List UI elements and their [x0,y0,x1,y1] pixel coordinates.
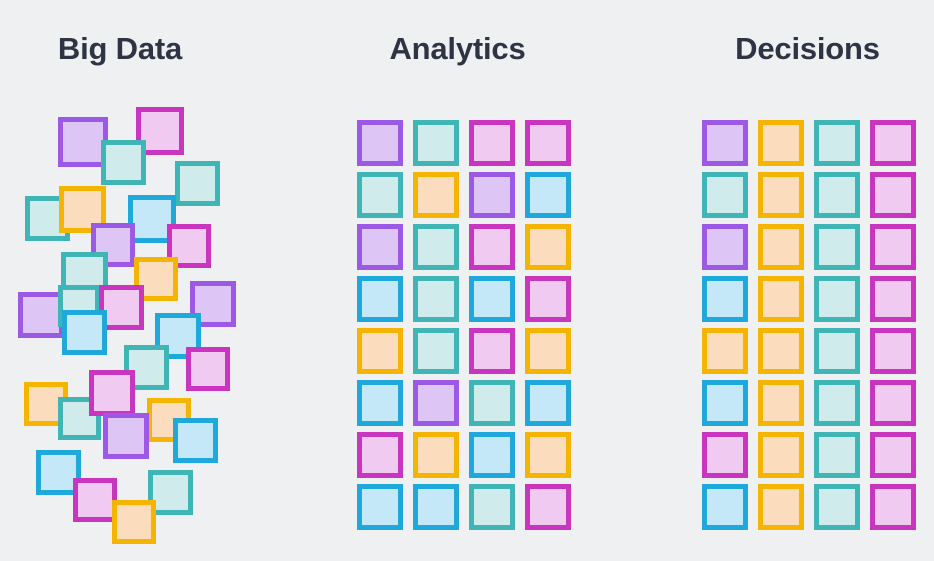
data-square-purple [103,413,149,459]
analytics-cell-r8-c4 [525,484,571,530]
analytics-cell-r4-c3 [469,276,515,322]
decisions-cell-r4-c1 [702,276,748,322]
decisions-cell-r8-c2 [758,484,804,530]
data-square-orange [134,257,178,301]
decisions-cell-r1-c4 [870,120,916,166]
decisions-cell-r1-c2 [758,120,804,166]
decisions-cell-r1-c3 [814,120,860,166]
decisions-cell-r3-c3 [814,224,860,270]
analytics-cell-r7-c1 [357,432,403,478]
decisions-cell-r5-c3 [814,328,860,374]
data-square-magenta [136,107,184,155]
decisions-cell-r2-c2 [758,172,804,218]
decisions-cell-r7-c3 [814,432,860,478]
panel-title-decisions: Decisions [735,31,880,66]
decisions-cell-r5-c2 [758,328,804,374]
analytics-cell-r3-c4 [525,224,571,270]
decisions-cell-r8-c3 [814,484,860,530]
decisions-cell-r5-c4 [870,328,916,374]
panel-title-analytics: Analytics [389,31,526,66]
decisions-cell-r4-c4 [870,276,916,322]
decisions-cell-r8-c1 [702,484,748,530]
decisions-cell-r7-c4 [870,432,916,478]
decisions-cell-r6-c1 [702,380,748,426]
big-data-scatter-cluster [0,0,300,561]
decisions-cell-r4-c2 [758,276,804,322]
decisions-cell-r7-c1 [702,432,748,478]
analytics-cell-r2-c4 [525,172,571,218]
decisions-cell-r6-c4 [870,380,916,426]
decisions-cell-r3-c2 [758,224,804,270]
data-square-orange [112,500,156,544]
decisions-cell-r3-c4 [870,224,916,270]
analytics-cell-r6-c4 [525,380,571,426]
analytics-cell-r6-c3 [469,380,515,426]
decisions-cell-r1-c1 [702,120,748,166]
decisions-cell-r4-c3 [814,276,860,322]
analytics-cell-r2-c1 [357,172,403,218]
decisions-cell-r6-c2 [758,380,804,426]
analytics-cell-r3-c2 [413,224,459,270]
analytics-cell-r8-c1 [357,484,403,530]
analytics-cell-r6-c2 [413,380,459,426]
analytics-cell-r4-c4 [525,276,571,322]
data-square-blue [173,418,218,463]
decisions-cell-r5-c1 [702,328,748,374]
data-square-teal [101,140,146,185]
analytics-cell-r5-c4 [525,328,571,374]
analytics-cell-r7-c2 [413,432,459,478]
analytics-cell-r7-c3 [469,432,515,478]
analytics-cell-r2-c2 [413,172,459,218]
analytics-cell-r4-c1 [357,276,403,322]
data-square-purple [190,281,236,327]
data-square-teal [175,161,220,206]
panel-title-big-data: Big Data [57,31,183,66]
data-square-magenta [73,478,117,522]
decisions-cell-r2-c4 [870,172,916,218]
analytics-cell-r5-c2 [413,328,459,374]
decisions-cell-r6-c3 [814,380,860,426]
decisions-cell-r2-c3 [814,172,860,218]
analytics-cell-r5-c1 [357,328,403,374]
analytics-cell-r5-c3 [469,328,515,374]
analytics-cell-r8-c3 [469,484,515,530]
decisions-cell-r7-c2 [758,432,804,478]
analytics-cell-r1-c1 [357,120,403,166]
decisions-cell-r3-c1 [702,224,748,270]
data-square-blue [62,310,107,355]
analytics-cell-r3-c3 [469,224,515,270]
analytics-cell-r8-c2 [413,484,459,530]
decisions-cell-r8-c4 [870,484,916,530]
analytics-cell-r3-c1 [357,224,403,270]
analytics-cell-r7-c4 [525,432,571,478]
decisions-cell-r2-c1 [702,172,748,218]
data-square-magenta [89,370,135,416]
analytics-cell-r4-c2 [413,276,459,322]
analytics-cell-r1-c2 [413,120,459,166]
analytics-cell-r1-c3 [469,120,515,166]
analytics-cell-r6-c1 [357,380,403,426]
analytics-cell-r1-c4 [525,120,571,166]
analytics-cell-r2-c3 [469,172,515,218]
data-square-magenta [186,347,230,391]
